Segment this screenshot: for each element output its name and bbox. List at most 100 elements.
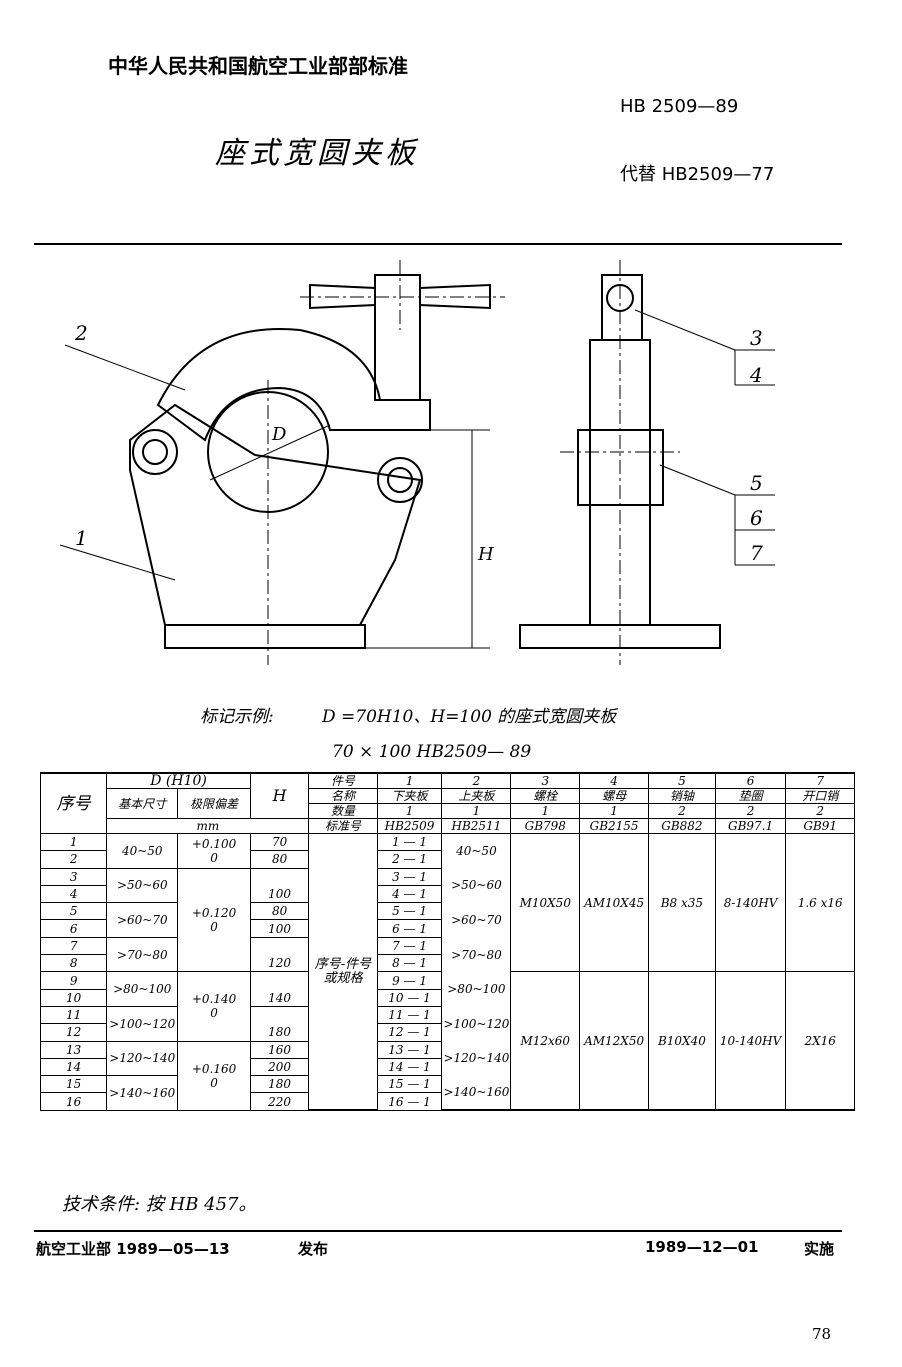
callout-2: 2 [74,321,88,345]
row-p1: 13 — 1 [376,1041,443,1059]
row-h: 140 [249,989,310,1007]
callout-6: 6 [750,506,763,530]
upper-clamp [156,328,431,442]
callout-7: 7 [750,541,763,565]
group-nut: AM10X45 [579,833,650,973]
part-qty-1: 1 [376,803,443,819]
part-std-4: GB2155 [579,818,650,834]
row-seq: 15 [39,1075,108,1094]
row-h: 80 [249,850,310,869]
row-d: >60~70 [106,902,179,938]
part-qty-4: 1 [579,803,650,819]
part-qty-7: 2 [785,803,855,819]
row-tol: +0.160 0 [177,1041,251,1111]
handle-left [309,283,376,310]
col-d-basic: 基本尺寸 [106,788,179,819]
part-qty-6: 2 [714,803,787,819]
marking-label: 标记示例: [200,707,274,727]
group-bolt: M12x60 [510,971,581,1112]
handle-right [419,283,491,310]
callout-5: 5 [750,471,763,495]
label-std: 标准号 [308,818,378,834]
part-std-5: GB882 [648,818,716,834]
group-pin: B10X40 [648,971,716,1112]
row-p1: 7 — 1 [376,937,443,956]
row-seq: 7 [39,937,108,956]
part-no-3: 3 [510,772,581,789]
callout-4: 4 [749,363,763,387]
group-nut: AM12X50 [579,971,650,1112]
group-cotter: 1.6 x16 [785,833,855,973]
row-p2: >100~120 [441,1006,512,1042]
row-h [249,937,310,955]
row-p1: 16 — 1 [376,1092,443,1111]
row-seq: 16 [39,1092,108,1111]
row-d: >100~120 [106,1006,179,1042]
spec-table: 序号 D (H10) H 件号 1 2 3 4 5 6 7 基本尺寸 极限偏差 … [39,772,855,1112]
row-p2: >80~100 [441,971,512,1007]
part-qty-2: 1 [441,803,512,819]
part-no-1: 1 [376,772,443,789]
part-no-7: 7 [785,772,855,789]
row-p1: 5 — 1 [376,902,443,921]
page-title: 座式宽圆夹板 [215,136,419,171]
row-p1: 2 — 1 [376,850,443,869]
row-p2: >140~160 [441,1075,512,1112]
row-d: >80~100 [106,971,179,1007]
row-p2: 40~50 [441,833,512,869]
lower-clamp-body [129,403,422,626]
row-p1: 4 — 1 [376,885,443,904]
group-pin: B8 x35 [648,833,716,973]
row-seq: 5 [39,902,108,921]
row-p1: 9 — 1 [376,971,443,990]
row-h: 120 [249,954,310,973]
part-name-4: 螺母 [579,788,650,804]
pin-right-outer [377,457,423,503]
label-qty: 数量 [308,803,378,819]
row-h: 160 [249,1041,310,1059]
standard-org: 中华人民共和国航空工业部部标准 [108,54,408,78]
row-d: >50~60 [106,868,179,904]
marking-text: D =70H10、H=100 的座式宽圆夹板 [322,707,617,727]
callout-3: 3 [750,326,763,350]
col-d-tol: 极限偏差 [177,788,251,819]
part-name-1: 下夹板 [376,788,443,804]
part-std-6: GB97.1 [714,818,787,834]
part-no-2: 2 [441,772,512,789]
part-name-5: 销轴 [648,788,716,804]
side-body [589,339,651,626]
merged-label: 序号-件号 或规格 [308,833,378,1112]
group-washer: 10-140HV [714,971,787,1112]
row-tol: +0.120 0 [177,868,251,973]
part-name-7: 开口销 [785,788,855,804]
row-seq: 1 [39,833,108,852]
row-seq: 12 [39,1023,108,1042]
row-d: >140~160 [106,1075,179,1111]
row-h: 200 [249,1058,310,1077]
part-no-5: 5 [648,772,716,789]
row-p1: 8 — 1 [376,954,443,973]
tech-conditions: 技术条件: 按 HB 457。 [62,1194,257,1215]
row-p1: 10 — 1 [376,989,443,1007]
row-tol: +0.140 0 [177,971,251,1042]
pin-left-inner [142,439,168,465]
row-p1: 14 — 1 [376,1058,443,1077]
marking-code: 70 × 100 HB2509— 89 [332,742,532,762]
label-part-no: 件号 [308,772,378,789]
part-std-3: GB798 [510,818,581,834]
issue-label: 发布 [298,1240,329,1258]
row-h: 70 [249,833,310,852]
part-std-1: HB2509 [376,818,443,834]
row-p1: 6 — 1 [376,919,443,938]
row-p2: >50~60 [441,868,512,903]
